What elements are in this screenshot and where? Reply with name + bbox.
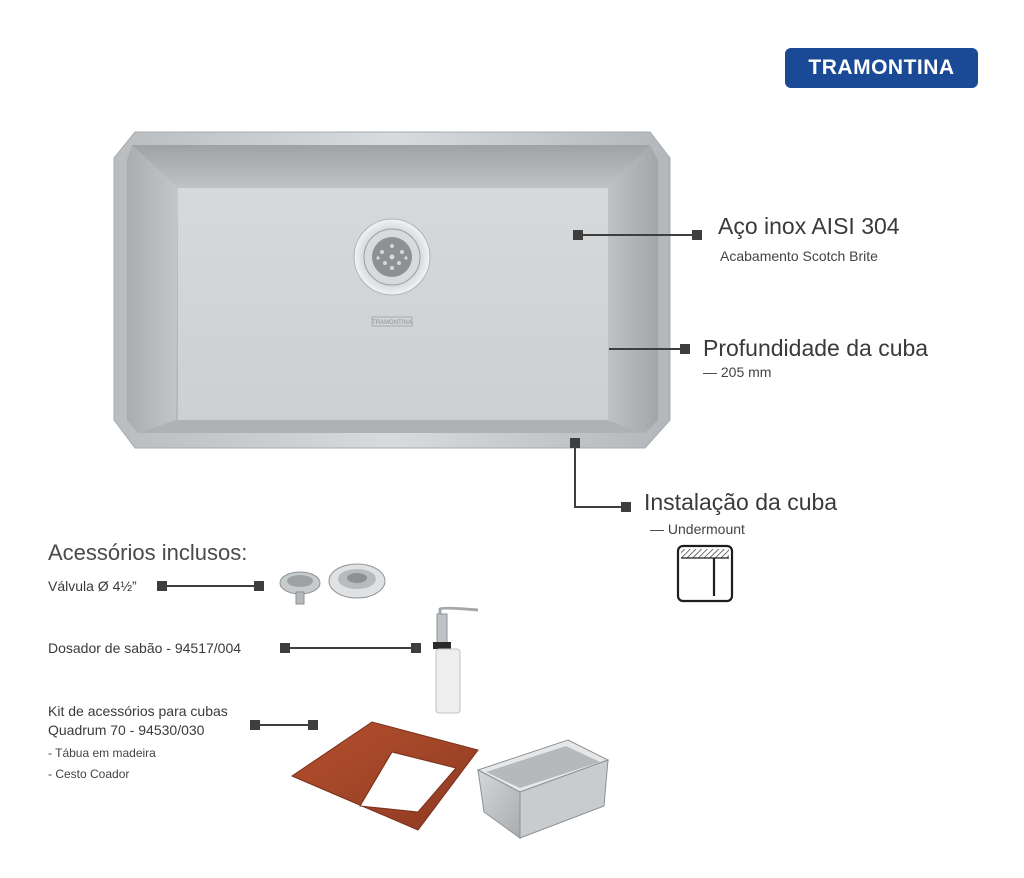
material-subtitle: Acabamento Scotch Brite [720,248,878,264]
accessory-valve-label: Válvula Ø 4½” [48,578,137,594]
depth-title: Profundidade da cuba [703,335,929,361]
depth-subtitle: — 205 mm [703,364,772,380]
sink-stamp-text: TRAMONTINA [372,320,412,326]
undermount-icon [676,544,734,603]
depth-callout-line [609,348,687,350]
installation-callout-line-horizontal [574,506,626,508]
brand-logo: TRAMONTINA [785,48,978,88]
material-callout-line [578,234,698,236]
accessory-valve-line [162,585,260,587]
material-callout-dot-end [692,230,702,240]
accessory-kit-line [255,724,313,726]
drain-valve-icon [279,563,386,605]
accessory-kit-icon [290,721,610,839]
material-title: Aço inox AISI 304 [718,213,900,239]
installation-callout-dot-end [621,502,631,512]
accessory-valve-dot-end [254,581,264,591]
accessory-soap-dispenser-line [285,647,415,649]
installation-subtitle: — Undermount [650,521,745,537]
accessory-kit-dot-end [308,720,318,730]
accessory-soap-dispenser-label: Dosador de sabão - 94517/004 [48,640,242,656]
accessory-soap-dispenser-dot-end [411,643,421,653]
accessory-kit-label-line2: Quadrum 70 - 94530/030 [48,722,205,738]
depth-callout-dot-end [680,344,690,354]
accessory-kit-label-line1: Kit de acessórios para cubas [48,703,228,719]
accessory-kit-sub-basket: - Cesto Coador [48,767,130,781]
accessories-title: Acessórios inclusos: [48,540,248,565]
accessory-kit-sub-board: - Tábua em madeira [48,746,156,760]
soap-dispenser-icon [433,606,479,714]
installation-title: Instalação da cuba [644,489,838,515]
installation-callout-line-vertical [574,443,576,508]
